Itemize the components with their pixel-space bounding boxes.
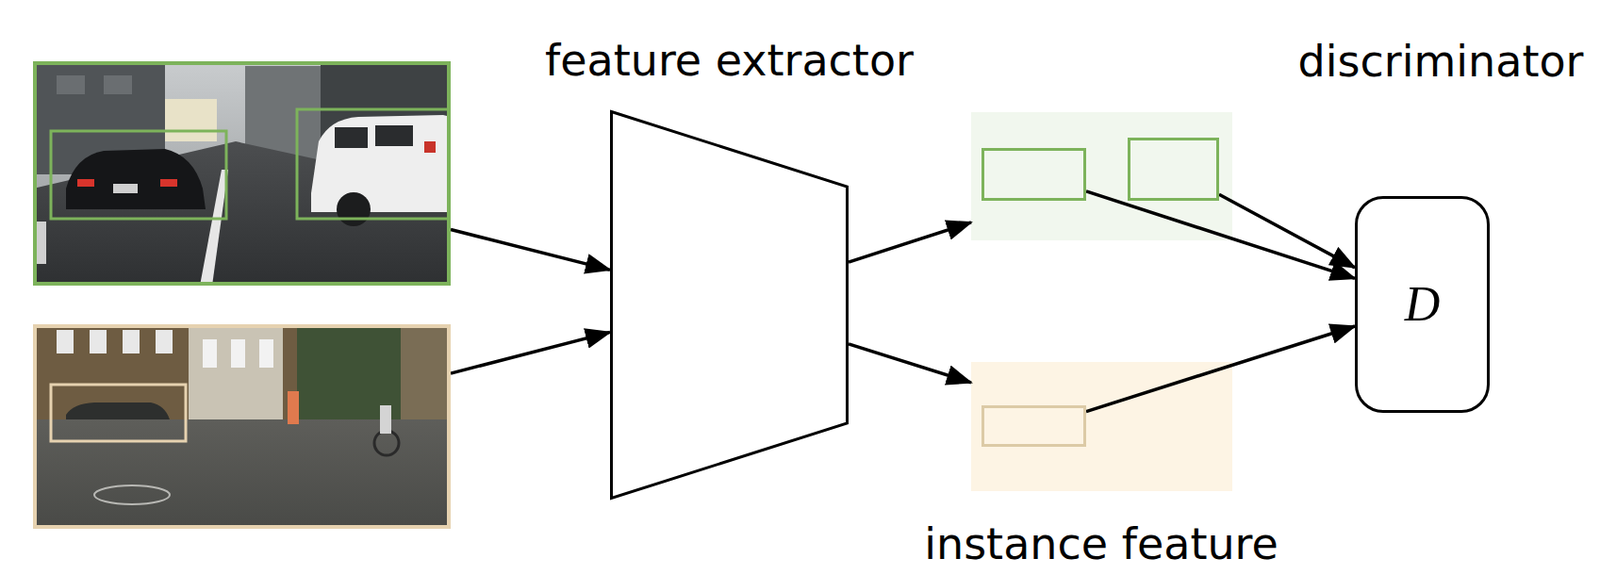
- feature-panel-fill: [971, 362, 1233, 492]
- arrow-connector: [1086, 326, 1355, 413]
- target-feature-panel: [971, 362, 1233, 492]
- heading-label: discriminator: [1298, 37, 1584, 86]
- target-image: [32, 324, 451, 529]
- arrow-connector: [848, 344, 972, 383]
- rainy-street-photo: [32, 61, 451, 286]
- trapezoid-outline: [610, 110, 849, 500]
- arrow-connector: [450, 230, 611, 271]
- feature-panel-fill: [971, 112, 1233, 241]
- source-feature-panel: [971, 112, 1233, 241]
- arrow-connector: [1219, 194, 1355, 268]
- caption-label: instance feature: [923, 520, 1279, 569]
- arrow-connector: [1086, 191, 1355, 279]
- arrow-connector: [450, 331, 611, 374]
- arrow-connector: [848, 222, 972, 263]
- instance-feature-box: [981, 148, 1087, 201]
- detection-box: [296, 109, 449, 219]
- trapezoid-shape: [611, 112, 848, 499]
- detection-box: [50, 384, 186, 442]
- instance-feature-box: [981, 405, 1087, 447]
- discriminator-box: D: [1354, 196, 1490, 413]
- city-street-photo: [32, 324, 451, 529]
- node-label: D: [1404, 277, 1441, 331]
- source-image: [32, 61, 451, 286]
- heading-label: feature extractor: [544, 36, 914, 85]
- instance-feature-box: [1127, 137, 1220, 201]
- feature-extractor: feature extractor: [610, 110, 849, 500]
- detection-box: [50, 131, 227, 219]
